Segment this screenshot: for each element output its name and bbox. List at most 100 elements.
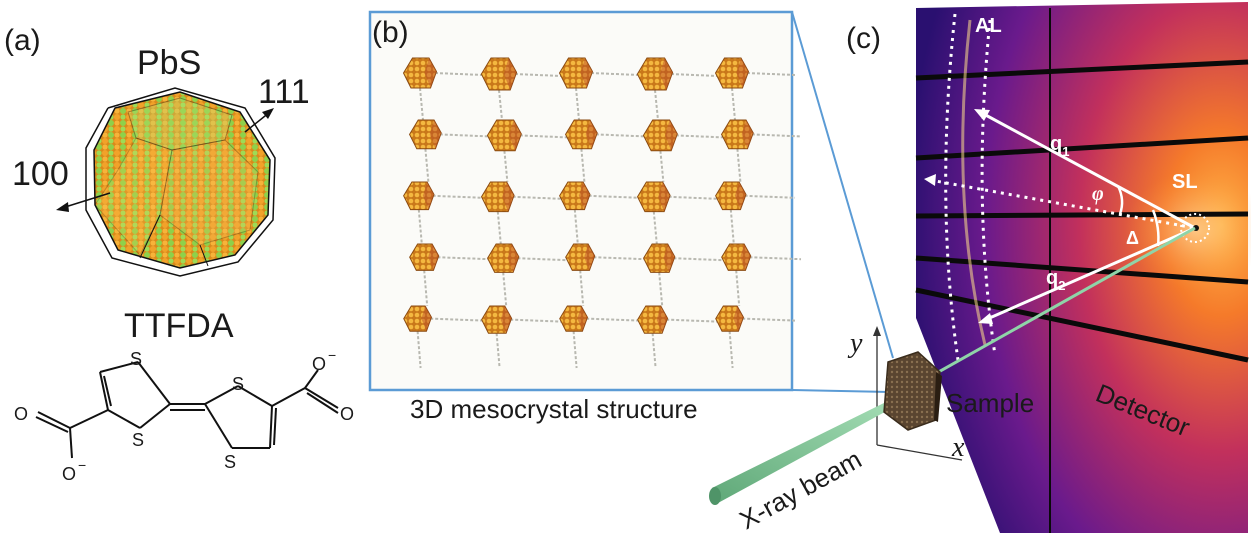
ttfda-structure <box>35 361 339 459</box>
al-label: AL <box>975 15 1002 37</box>
linker-chain <box>586 317 640 322</box>
nanocrystal-shade <box>658 182 671 212</box>
linker-chain <box>668 195 718 200</box>
sample-label: Sample <box>946 388 1034 418</box>
linker-chain <box>728 331 734 369</box>
sulfur-atom-4: S <box>224 452 236 472</box>
linker-chain <box>735 270 741 307</box>
linker-chain <box>437 256 490 261</box>
x-axis <box>876 444 963 461</box>
linker-chain <box>432 194 484 199</box>
linker-chain <box>416 331 422 369</box>
nanocrystal-shade <box>740 244 751 271</box>
nanocrystal-shade <box>428 244 439 271</box>
linker-chain <box>659 150 665 183</box>
nanocrystal <box>721 243 752 271</box>
linker-chain <box>651 333 657 369</box>
panel-b-tag: (b) <box>372 16 409 49</box>
linker-chain <box>652 211 658 245</box>
nanocrystal <box>409 243 440 271</box>
detector-gaps <box>915 59 1249 363</box>
nanocrystal-shade <box>734 182 746 210</box>
oxygen-atom-2: O <box>62 464 76 484</box>
linker-chain <box>658 272 664 307</box>
ttfda-title: TTFDA <box>124 307 234 345</box>
xray-beam-transmitted <box>909 226 1196 390</box>
linker-chain <box>593 256 646 261</box>
charge-1: − <box>78 457 86 473</box>
nanocrystal <box>715 305 745 332</box>
nanocrystal <box>636 181 671 213</box>
nanocrystal <box>559 305 589 332</box>
nanocrystal-shade <box>656 306 668 334</box>
y-axis-arrowhead <box>873 326 881 336</box>
panel-b: (b) 3D mesocrystal structure <box>368 10 802 424</box>
q2-arrowhead <box>978 313 993 324</box>
nanocrystal <box>480 181 515 213</box>
nanocrystal <box>642 119 678 152</box>
facet-100-arrow <box>61 192 111 209</box>
nanocrystal-shade <box>500 306 512 334</box>
linker-chain <box>729 209 735 245</box>
linker-chain <box>419 87 424 121</box>
delta-arc <box>1151 209 1160 247</box>
pbs-title: PbS <box>137 44 201 82</box>
nanocrystal <box>487 243 520 273</box>
linker-chain <box>417 209 423 245</box>
oxygen-atom-3: O <box>312 354 326 374</box>
linker-chain <box>502 272 508 307</box>
nanocrystal-shade <box>429 120 442 149</box>
linker-chain <box>736 148 742 183</box>
linker-chain <box>572 331 578 369</box>
zoom-line-top <box>791 11 894 359</box>
sulfur-atom-3: S <box>232 374 244 394</box>
linker-chain <box>749 256 802 261</box>
nanocrystal <box>636 57 674 91</box>
nanocrystal-shade <box>509 120 522 151</box>
nanocrystal <box>637 305 669 334</box>
nanocrystal-shade <box>663 244 675 273</box>
linker-chain <box>666 318 718 323</box>
q2-label: q2 <box>1046 267 1065 293</box>
panel-c-tag: (c) <box>846 22 881 55</box>
nanocrystal <box>565 243 596 271</box>
panel-a: (a) PbS 111 100 TTFDA <box>4 24 354 484</box>
xray-beam-incident <box>712 395 905 503</box>
al-ring-intensity <box>961 19 987 346</box>
linker-chain <box>496 211 502 245</box>
x-axis-label: x <box>951 432 965 463</box>
linker-chain <box>742 317 796 322</box>
mesocrystal-caption: 3D mesocrystal structure <box>410 394 698 424</box>
linker-chain <box>670 73 718 77</box>
nanocrystal-shade <box>503 58 517 90</box>
linker-chain <box>588 194 640 199</box>
linker-chain <box>503 150 509 183</box>
nanocrystal-shade <box>421 306 432 332</box>
nanocrystal-shade <box>736 58 749 88</box>
nanocrystal-shade <box>580 58 593 88</box>
nanocrystal <box>558 57 594 89</box>
nanocrystal <box>643 243 676 273</box>
linker-chain <box>519 134 568 139</box>
linker-chain <box>423 270 429 307</box>
nanocrystal <box>481 305 513 334</box>
linker-chain <box>434 72 484 76</box>
charge-2: − <box>328 347 336 363</box>
nanocrystal <box>486 119 522 152</box>
panel-c: (c) <box>709 2 1251 533</box>
linker-chain <box>744 194 796 199</box>
nanocrystal-shade <box>733 306 744 332</box>
nanocrystal-shade <box>424 58 437 88</box>
sulfur-atom-1: S <box>130 349 142 369</box>
reference-arrowhead <box>924 174 936 186</box>
linker-chain <box>495 333 501 369</box>
phi-arc <box>1116 185 1124 215</box>
nanocrystal <box>408 119 442 150</box>
linker-chain <box>673 257 724 262</box>
nanocrystal-shade <box>585 120 598 149</box>
oxygen-atom-1: O <box>14 404 28 424</box>
linker-chain <box>512 195 562 200</box>
linker-chain <box>731 87 736 121</box>
nanocrystal-shade <box>741 120 754 149</box>
linker-chain <box>751 133 802 138</box>
